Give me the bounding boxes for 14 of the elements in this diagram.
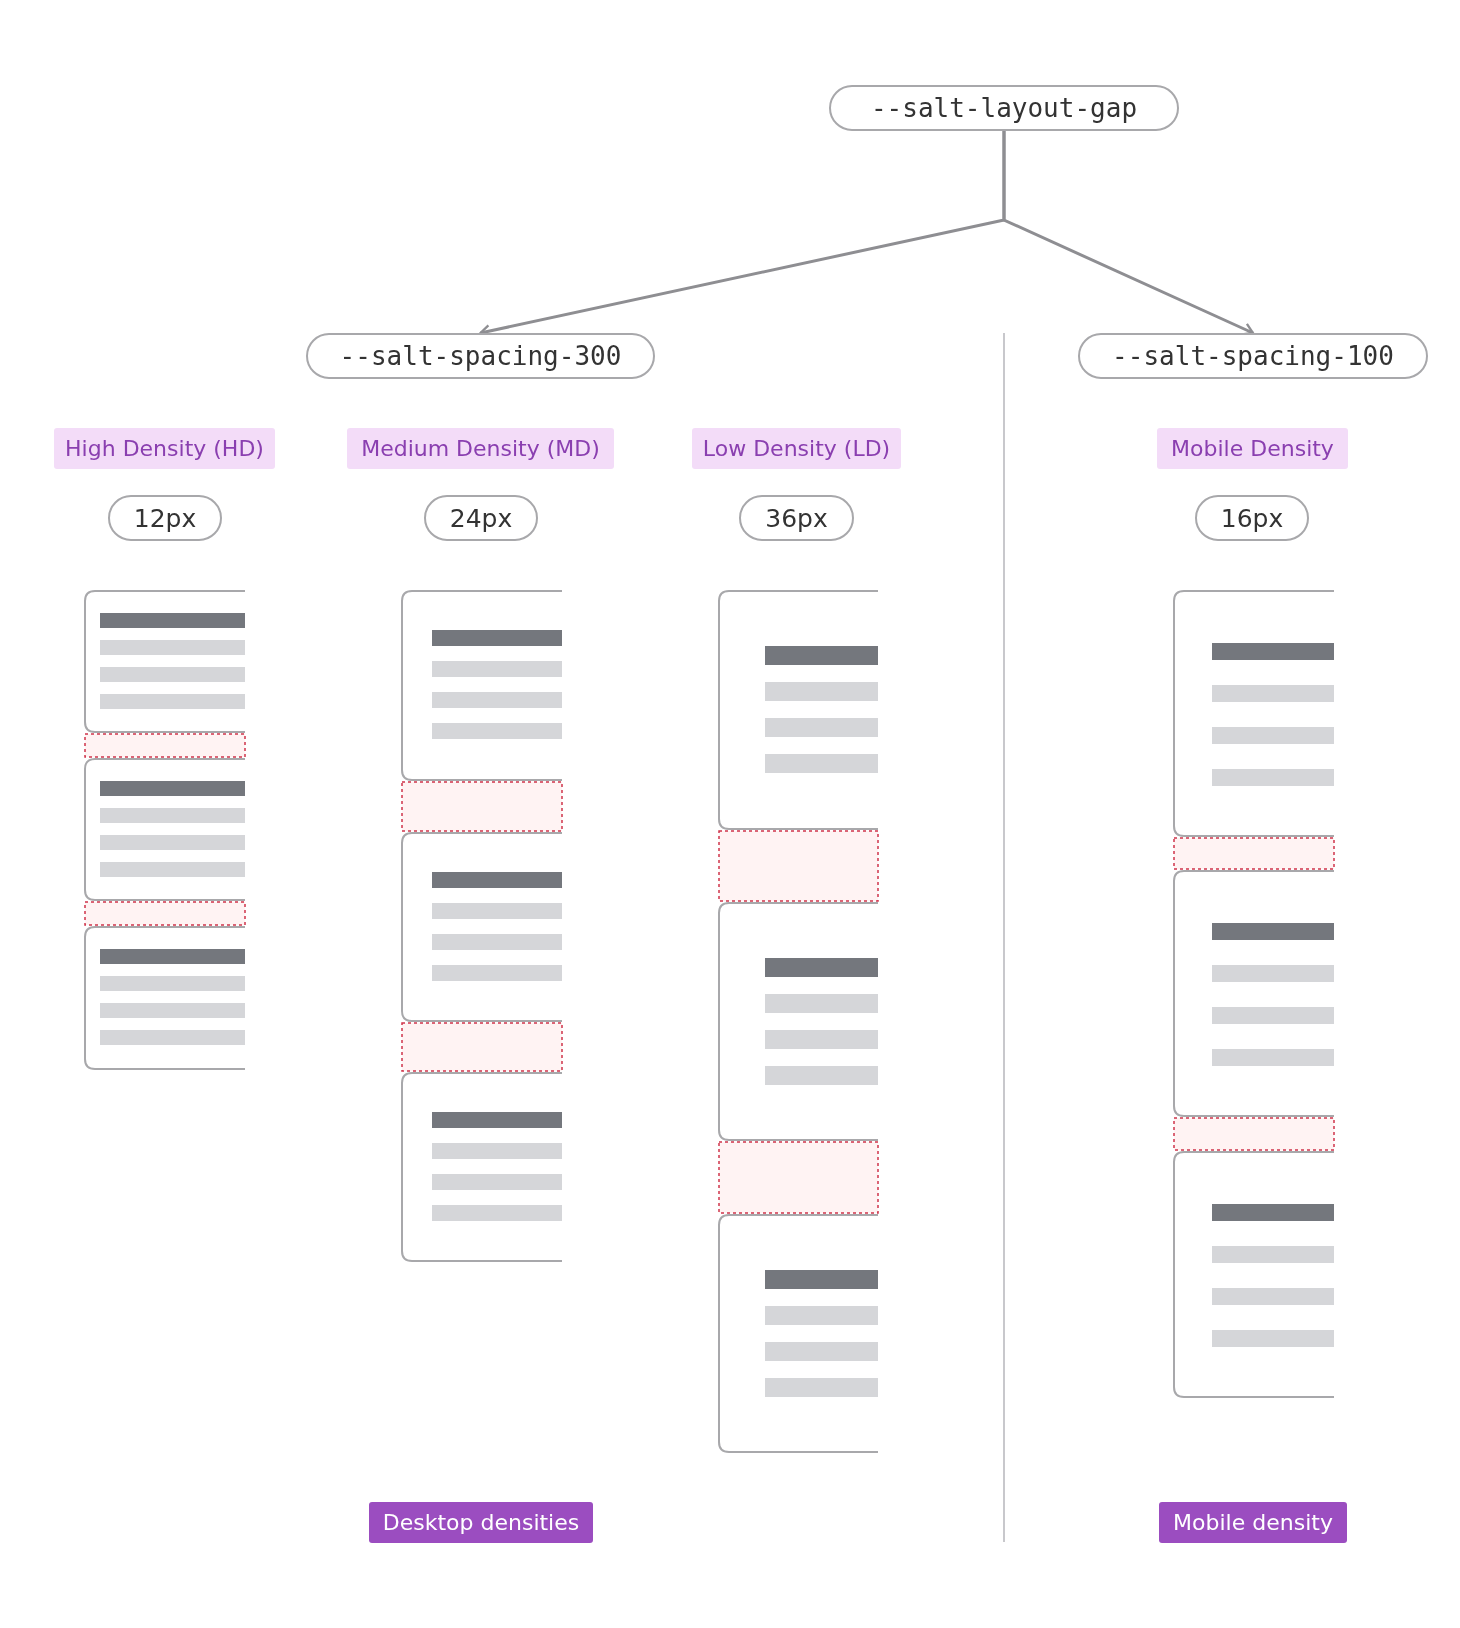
token-pill: --salt-spacing-300	[306, 333, 655, 379]
token-pill: --salt-spacing-100	[1078, 333, 1428, 379]
value-pill: 16px	[1195, 495, 1309, 541]
arrow	[1002, 131, 1255, 336]
value-pill: 12px	[108, 495, 222, 541]
group-badge: Desktop densities	[369, 1502, 593, 1543]
density-tag: High Density (HD)	[54, 428, 275, 469]
density-tag: Mobile Density	[1157, 428, 1348, 469]
density-tag: Medium Density (MD)	[347, 428, 614, 469]
density-tag: Low Density (LD)	[692, 428, 901, 469]
value-pill: 24px	[424, 495, 538, 541]
token-pill: --salt-layout-gap	[829, 85, 1179, 131]
value-pill: 36px	[739, 495, 854, 541]
group-badge: Mobile density	[1159, 1502, 1347, 1543]
